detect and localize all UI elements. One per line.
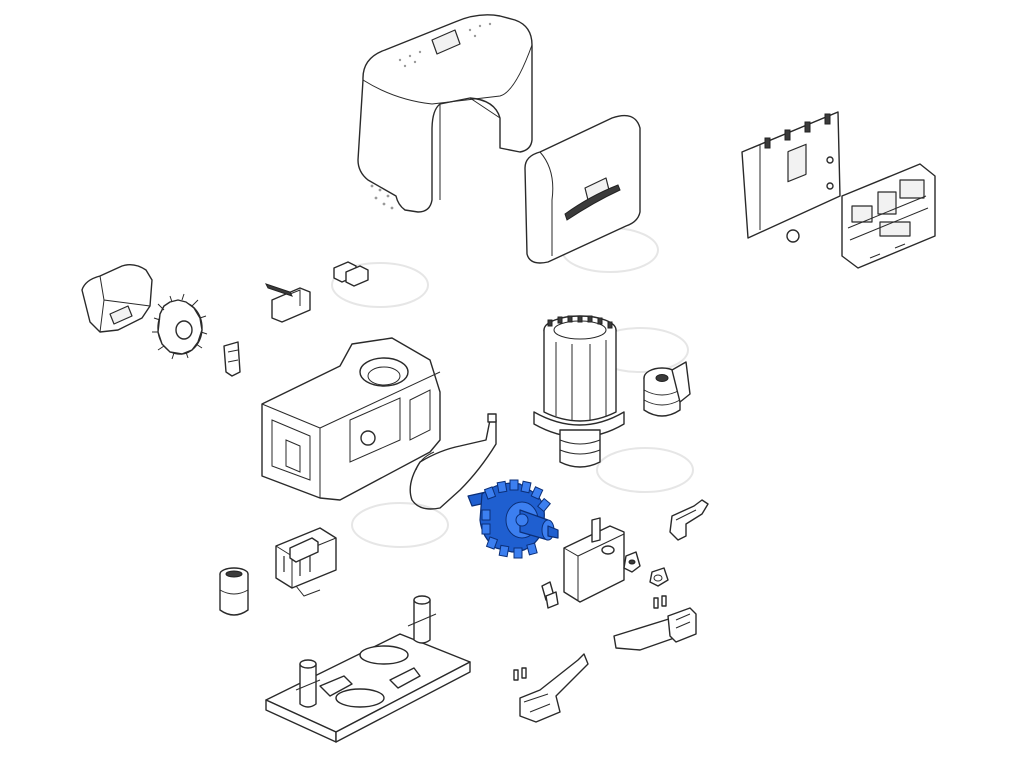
gasket[interactable] xyxy=(409,413,497,510)
transformer[interactable] xyxy=(275,527,337,597)
electronic-module[interactable] xyxy=(841,163,936,269)
front-cover-panel[interactable] xyxy=(524,114,641,264)
small-connectors[interactable] xyxy=(541,581,559,609)
drive-pinion[interactable] xyxy=(152,293,208,360)
capacitor[interactable] xyxy=(219,567,249,616)
limit-switch-bracket-left[interactable] xyxy=(519,653,589,723)
terminal-block[interactable] xyxy=(333,261,369,287)
pins[interactable] xyxy=(513,595,667,681)
small-clip[interactable] xyxy=(223,341,241,377)
screw[interactable] xyxy=(623,551,669,587)
limit-switch-bracket-right[interactable] xyxy=(613,607,697,651)
electric-motor[interactable] xyxy=(533,315,625,468)
foundation-plate[interactable] xyxy=(265,595,471,743)
release-key[interactable] xyxy=(669,499,709,541)
control-board[interactable] xyxy=(741,111,841,243)
key-release-lever[interactable] xyxy=(265,283,311,323)
gearbox-housing[interactable] xyxy=(261,337,441,501)
motor-top-cover[interactable] xyxy=(357,14,533,213)
drive-gear-shaft-assembly[interactable] xyxy=(467,479,559,559)
motor-pulley[interactable] xyxy=(643,361,691,417)
pinion-guard[interactable] xyxy=(81,263,153,333)
limit-switch-cover[interactable] xyxy=(563,517,625,603)
